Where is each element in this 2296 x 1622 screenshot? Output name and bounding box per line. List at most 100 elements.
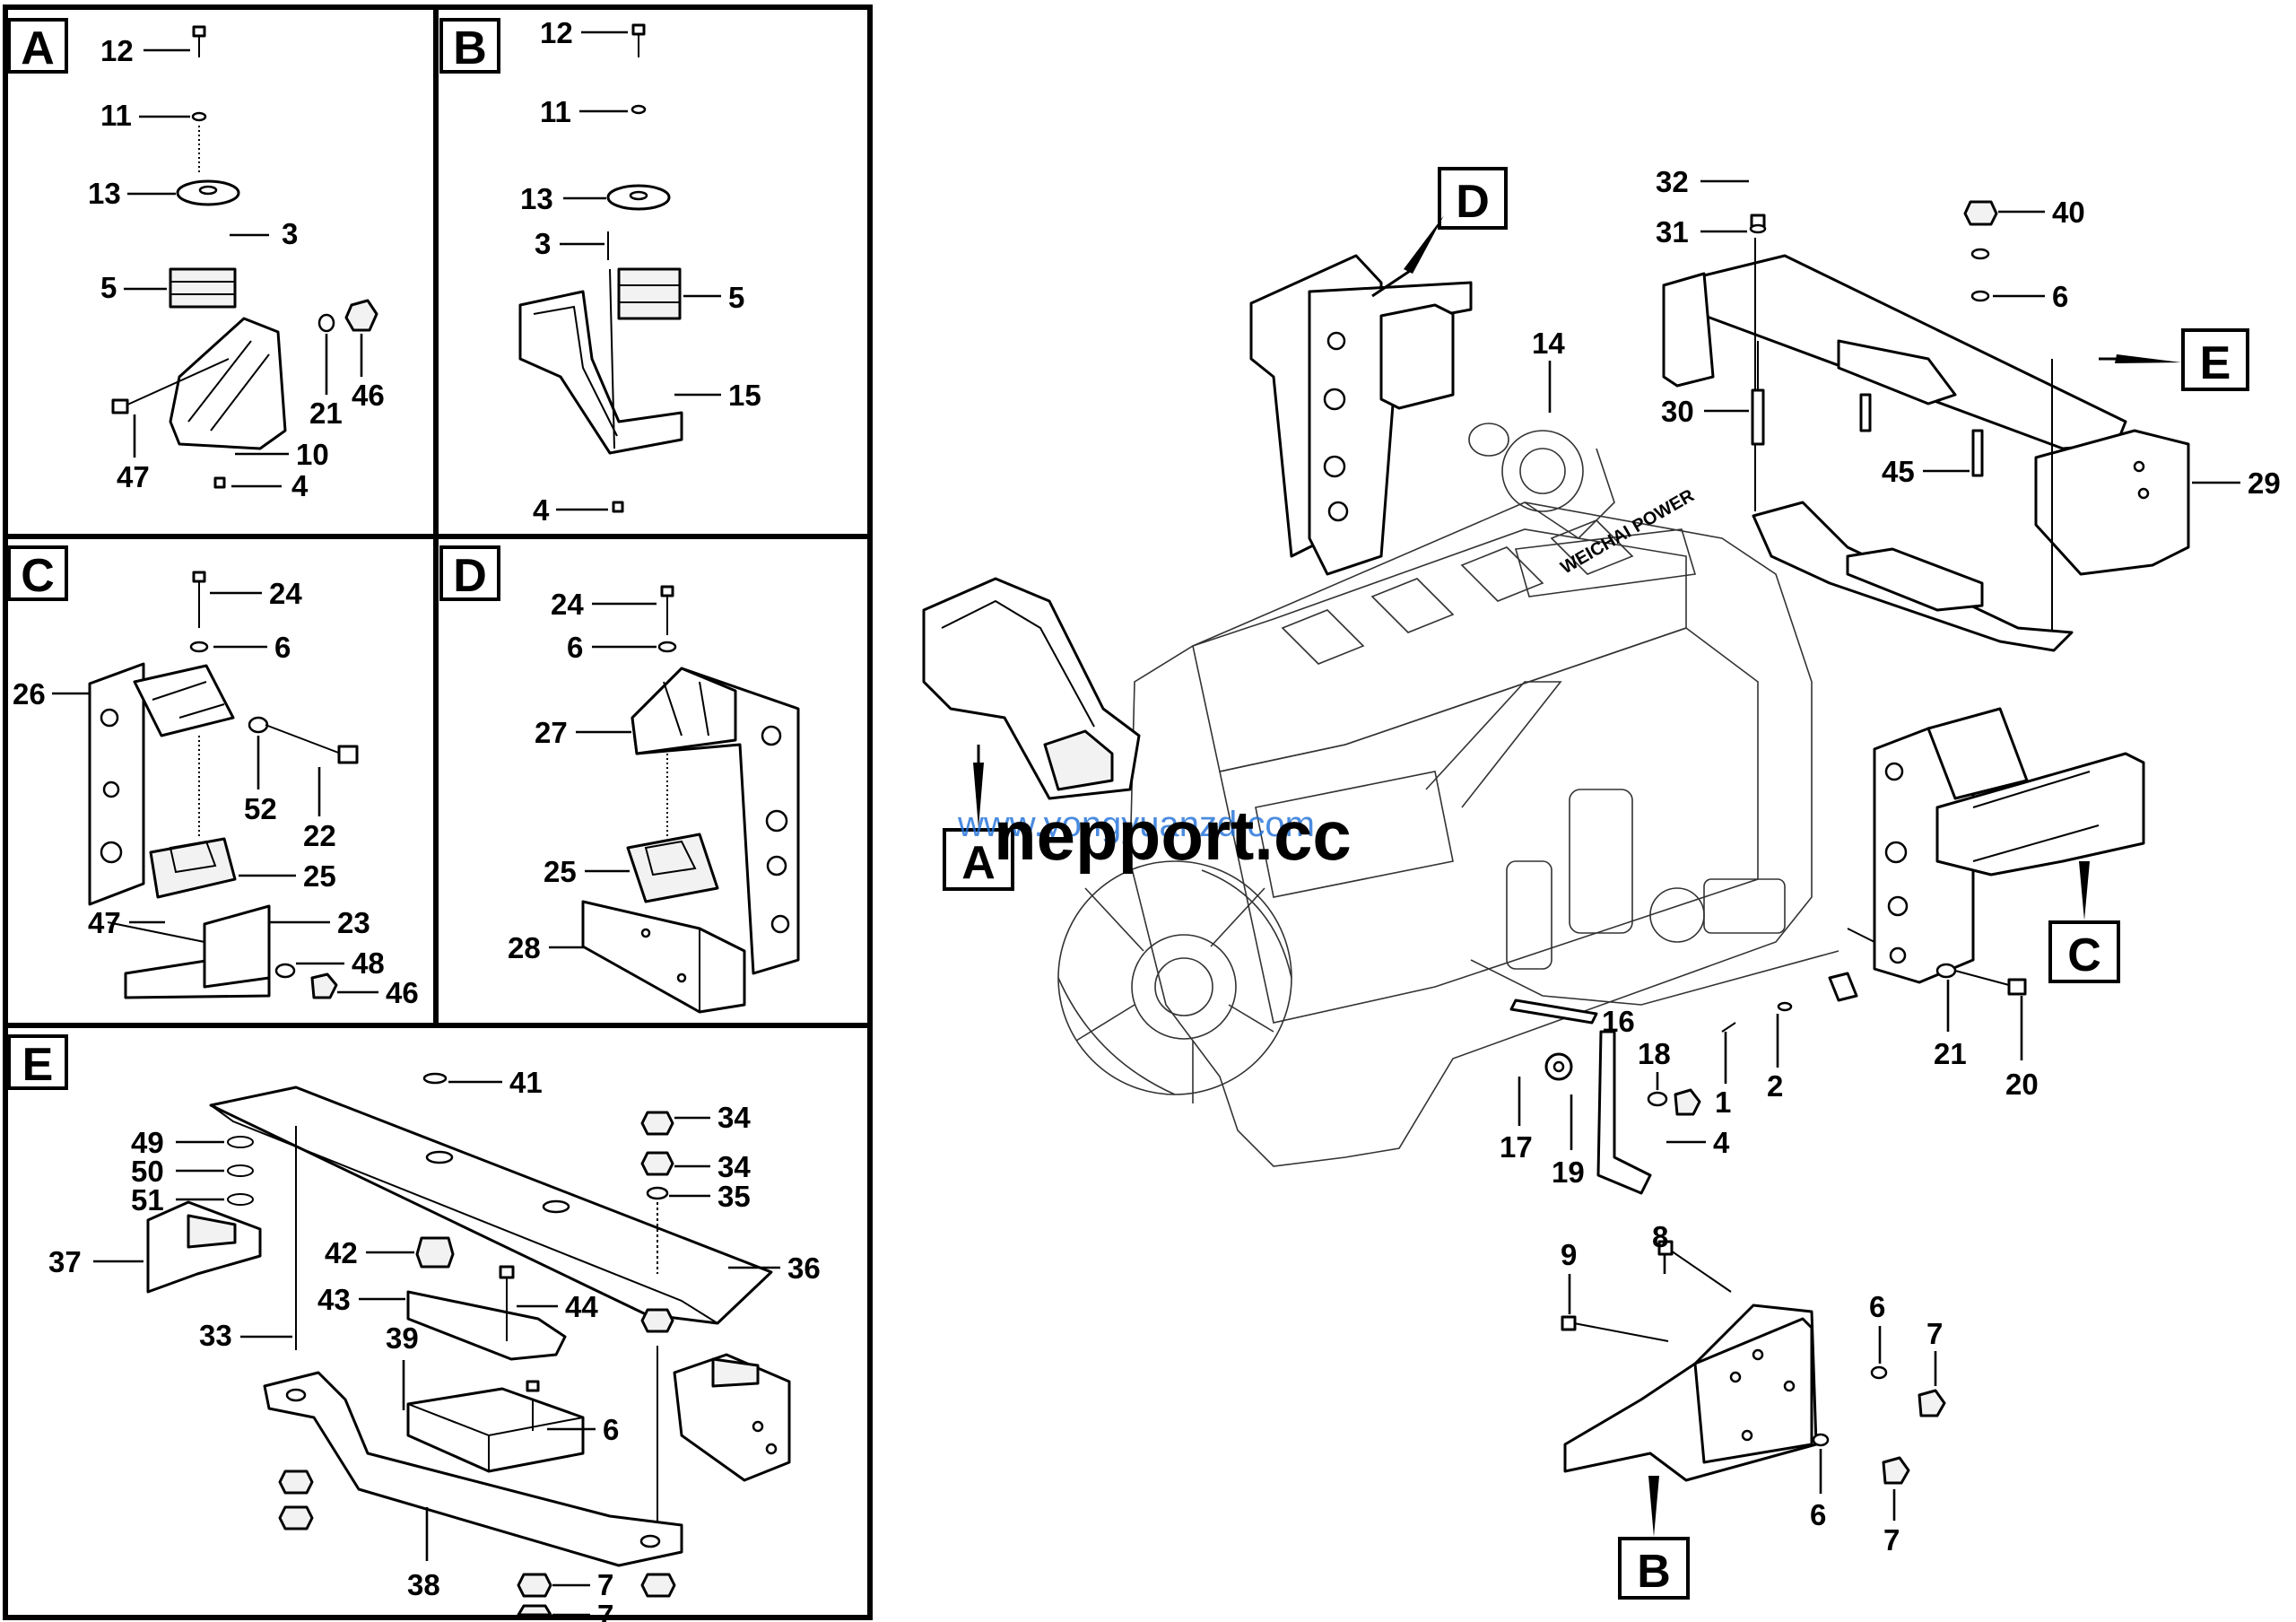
- callout-24: 24: [269, 577, 302, 610]
- callout-13: 13: [520, 182, 553, 215]
- callout-47: 47: [88, 906, 121, 939]
- main-tag-d: D: [1456, 176, 1490, 228]
- callout-33: 33: [199, 1319, 232, 1352]
- panel-b-callouts: 12 11 13 3 5 15 4: [520, 16, 761, 527]
- callout-29: 29: [2248, 467, 2281, 500]
- callout-6: 6: [603, 1413, 619, 1446]
- callout-2: 2: [1767, 1069, 1783, 1103]
- callout-32: 32: [1656, 165, 1689, 198]
- callout-5: 5: [100, 271, 117, 304]
- panel-e: E: [7, 1034, 791, 1617]
- panel-c-frame: [3, 534, 439, 1028]
- callout-39: 39: [386, 1321, 419, 1355]
- callout-20: 20: [2005, 1068, 2039, 1101]
- main-callouts: 14 32 31 40 6 30 45 29 16 18 1 2 17 19 4…: [1500, 165, 2281, 1557]
- callout-31: 31: [1656, 215, 1689, 249]
- panel-a-tag: A: [21, 22, 55, 74]
- callout-6: 6: [567, 631, 583, 664]
- watermark-url: www.yongyuanzd.com: [957, 805, 1315, 844]
- callout-16: 16: [1602, 1005, 1635, 1038]
- callout-24: 24: [551, 588, 584, 621]
- callout-44: 44: [565, 1290, 598, 1323]
- callout-41: 41: [509, 1066, 543, 1099]
- main-tag-b: B: [1637, 1546, 1671, 1598]
- callout-26: 26: [13, 677, 46, 711]
- callout-4: 4: [533, 493, 550, 527]
- callout-48: 48: [352, 946, 385, 980]
- callout-7: 7: [597, 1599, 613, 1622]
- panel-b-tag: B: [453, 22, 487, 74]
- main-tags: D E A C B: [943, 167, 2249, 1600]
- callout-43: 43: [317, 1283, 351, 1316]
- callout-1: 1: [1715, 1086, 1731, 1119]
- callout-47: 47: [117, 460, 150, 493]
- callout-7: 7: [1883, 1523, 1900, 1557]
- callout-50: 50: [131, 1155, 164, 1188]
- callout-15: 15: [728, 379, 761, 412]
- callout-51: 51: [131, 1183, 164, 1216]
- callout-4: 4: [1713, 1126, 1730, 1159]
- callout-42: 42: [325, 1236, 358, 1269]
- callout-19: 19: [1552, 1155, 1585, 1189]
- callout-6: 6: [1869, 1290, 1885, 1323]
- main-bracket-c: [1847, 707, 2145, 996]
- callout-52: 52: [244, 792, 277, 825]
- callout-14: 14: [1532, 327, 1565, 360]
- main-tag-e: E: [2200, 337, 2231, 389]
- panel-a-callouts: 12 11 13 3 5 21 46 47 10 4: [88, 34, 385, 502]
- callout-6: 6: [2052, 280, 2068, 313]
- callout-45: 45: [1882, 455, 1915, 488]
- callout-49: 49: [131, 1126, 164, 1159]
- main-tag-a: A: [961, 837, 996, 889]
- main-bracket-a: [922, 577, 1141, 800]
- panel-c-tag: C: [21, 550, 55, 602]
- callout-46: 46: [352, 379, 385, 412]
- callout-5: 5: [728, 281, 744, 314]
- callout-21: 21: [309, 397, 343, 430]
- callout-23: 23: [337, 906, 370, 939]
- callout-4: 4: [291, 469, 309, 502]
- callout-28: 28: [508, 931, 541, 964]
- callout-3: 3: [535, 227, 551, 260]
- engine-assembly: WEICHAI POWER: [1057, 423, 1839, 1167]
- callout-37: 37: [48, 1245, 82, 1278]
- callout-25: 25: [544, 855, 577, 888]
- engine-brand-label: WEICHAI POWER: [1558, 485, 1699, 578]
- callout-10: 10: [296, 438, 329, 471]
- callout-34: 34: [718, 1101, 751, 1134]
- panel-c-callouts: 24 6 26 52 22 25 47 23 48 46: [13, 577, 419, 1009]
- callout-12: 12: [100, 34, 134, 67]
- callout-34: 34: [718, 1150, 751, 1183]
- callout-35: 35: [718, 1180, 751, 1213]
- callout-11: 11: [100, 99, 132, 132]
- panel-d: D: [439, 545, 800, 1014]
- panel-a: A: [7, 18, 378, 489]
- callout-11: 11: [540, 95, 571, 128]
- panel-d-callouts: 24 6 27 25 28: [508, 588, 657, 964]
- callout-21: 21: [1934, 1037, 1967, 1070]
- main-bottom-parts: [1509, 972, 1858, 1195]
- callout-18: 18: [1638, 1037, 1671, 1070]
- watermark-text: nepport.cc: [994, 796, 1352, 875]
- callout-30: 30: [1661, 395, 1694, 428]
- callout-46: 46: [386, 976, 419, 1009]
- main-tag-c: C: [2067, 929, 2101, 981]
- callout-8: 8: [1652, 1220, 1668, 1253]
- panel-e-callouts: 41 34 34 35 49 50 51 37 36 42 43 44 33 3…: [48, 1066, 821, 1622]
- callout-25: 25: [303, 859, 336, 893]
- main-bracket-d: [1249, 254, 1473, 576]
- callout-7: 7: [1926, 1317, 1943, 1350]
- callout-22: 22: [303, 819, 336, 852]
- callout-36: 36: [787, 1251, 821, 1285]
- callout-6: 6: [1810, 1498, 1826, 1531]
- callout-40: 40: [2052, 196, 2085, 229]
- callout-7: 7: [597, 1568, 613, 1601]
- callout-3: 3: [282, 217, 298, 250]
- main-beam-e: [1662, 200, 2190, 652]
- callout-13: 13: [88, 177, 121, 210]
- panel-b: B: [439, 18, 683, 513]
- panel-c: C: [7, 545, 359, 999]
- callout-27: 27: [535, 716, 568, 749]
- callout-17: 17: [1500, 1130, 1533, 1164]
